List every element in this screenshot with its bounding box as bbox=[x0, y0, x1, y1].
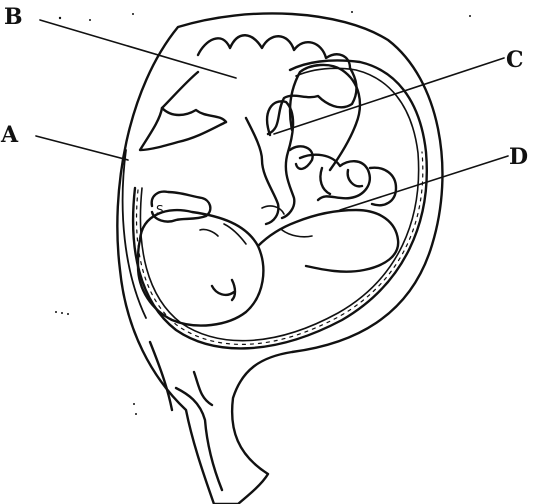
noise-dot bbox=[351, 11, 353, 13]
label-s: S bbox=[156, 203, 164, 217]
fetal-ear bbox=[212, 280, 235, 300]
noise-dot bbox=[132, 13, 134, 15]
noise-dot bbox=[59, 17, 61, 19]
label-d: D bbox=[509, 146, 528, 168]
noise-dot bbox=[89, 19, 91, 21]
noise-dot bbox=[469, 15, 471, 17]
noise-dot bbox=[67, 313, 69, 315]
noise-dot bbox=[133, 403, 135, 405]
pointer-b bbox=[40, 20, 236, 78]
noise-dot bbox=[135, 413, 137, 415]
label-a: A bbox=[1, 124, 18, 146]
fetal-head bbox=[138, 210, 263, 325]
pointer-a bbox=[36, 136, 128, 160]
placenta bbox=[140, 35, 356, 150]
cervix-canal bbox=[150, 342, 222, 490]
fetal-trunk bbox=[258, 210, 398, 272]
amnion-membrane-dashes bbox=[137, 152, 423, 344]
noise-dot bbox=[55, 311, 57, 313]
label-c: C bbox=[506, 49, 524, 71]
placenta-bottom-edge bbox=[162, 108, 226, 122]
noise-dot bbox=[61, 312, 63, 314]
uterus-outer-wall bbox=[117, 13, 442, 504]
label-b: B bbox=[4, 6, 23, 28]
